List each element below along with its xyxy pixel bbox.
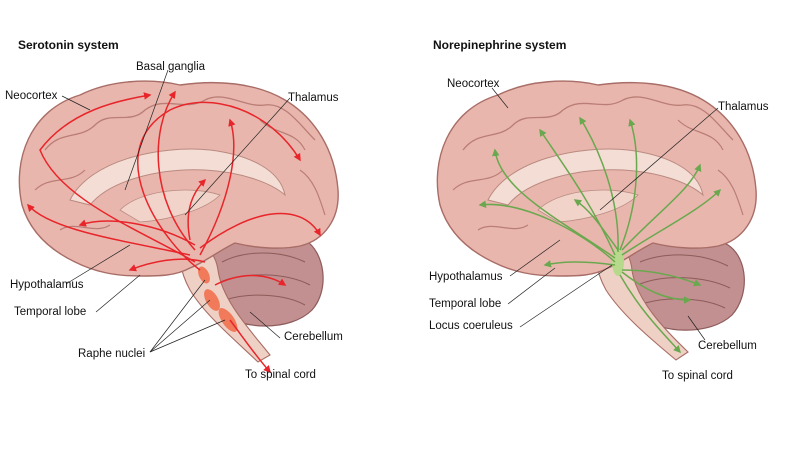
serotonin-label-basal-ganglia: Basal ganglia — [136, 61, 206, 73]
serotonin-label-raphe-nuclei: Raphe nuclei — [78, 348, 146, 360]
serotonin-pathways — [27, 90, 321, 374]
norepinephrine-brain — [436, 80, 757, 361]
serotonin-label-spinal-cord: To spinal cord — [245, 369, 316, 381]
norepinephrine-title: Norepinephrine system — [433, 38, 567, 52]
serotonin-title: Serotonin system — [18, 38, 119, 52]
norepinephrine-label-hypothalamus: Hypothalamus — [429, 271, 503, 283]
norepinephrine-cerebrum-shape — [436, 80, 757, 277]
serotonin-label-hypothalamus: Hypothalamus — [10, 279, 84, 291]
norepinephrine-label-temporal-lobe: Temporal lobe — [429, 298, 502, 310]
serotonin-label-cerebellum: Cerebellum — [284, 331, 343, 343]
serotonin-brain — [18, 69, 339, 374]
norepinephrine-label-locus-coeruleus: Locus coeruleus — [429, 320, 513, 332]
norepinephrine-label-neocortex: Neocortex — [447, 78, 500, 90]
serotonin-label-thalamus: Thalamus — [288, 92, 339, 104]
norepinephrine-label-thalamus: Thalamus — [718, 101, 769, 113]
serotonin-label-neocortex: Neocortex — [5, 90, 58, 102]
serotonin-label-temporal-lobe: Temporal lobe — [14, 306, 87, 318]
norepinephrine-pathways — [478, 116, 722, 354]
norepinephrine-label-cerebellum: Cerebellum — [698, 340, 757, 352]
norepinephrine-label-spinal-cord: To spinal cord — [662, 370, 733, 382]
serotonin-cerebrum-shape — [18, 80, 339, 277]
